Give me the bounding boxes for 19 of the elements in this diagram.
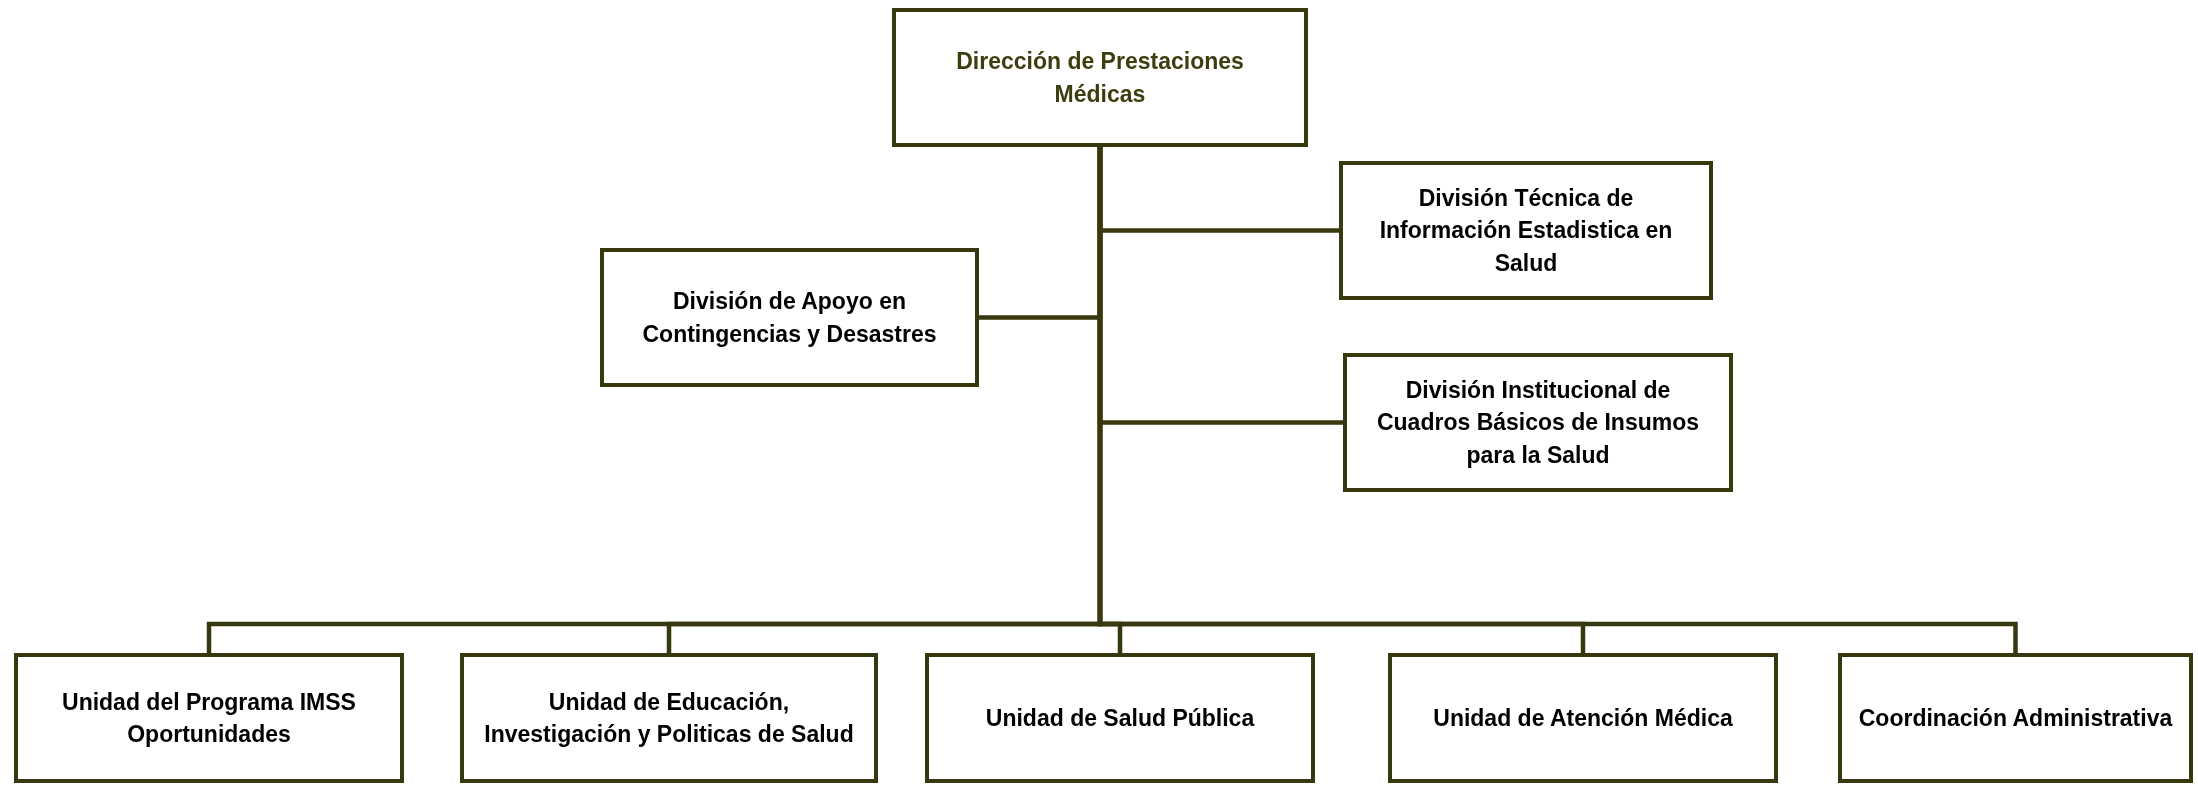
box-label: Dirección de Prestaciones Médicas — [955, 47, 1245, 109]
org-box — [892, 8, 1308, 147]
box-label: División Técnica de Información Estadistica en Salud — [1378, 184, 1674, 278]
org-box — [1388, 653, 1778, 783]
box-label: Unidad de Educación, Investigación y Politicas de Salud — [483, 687, 855, 749]
box-label: Coordinación Administrativa — [1858, 703, 2173, 733]
org-box — [1343, 353, 1733, 492]
box-label: Unidad del Programa IMSS Oportunidades — [61, 687, 357, 749]
org-box — [1339, 161, 1713, 300]
org-box — [1838, 653, 2193, 783]
org-box — [460, 653, 878, 783]
box-label: División Institucional de Cuadros Básicos de Insumos para la Salud — [1375, 376, 1701, 470]
org-box — [14, 653, 404, 783]
org-box — [925, 653, 1315, 783]
connector-line — [1097, 147, 2018, 653]
box-label: Unidad de Atención Médica — [1433, 703, 1733, 733]
org-box — [600, 248, 979, 387]
box-label: División de Apoyo en Contingencias y Desastres — [641, 287, 938, 349]
box-label: Unidad de Salud Pública — [985, 703, 1255, 733]
